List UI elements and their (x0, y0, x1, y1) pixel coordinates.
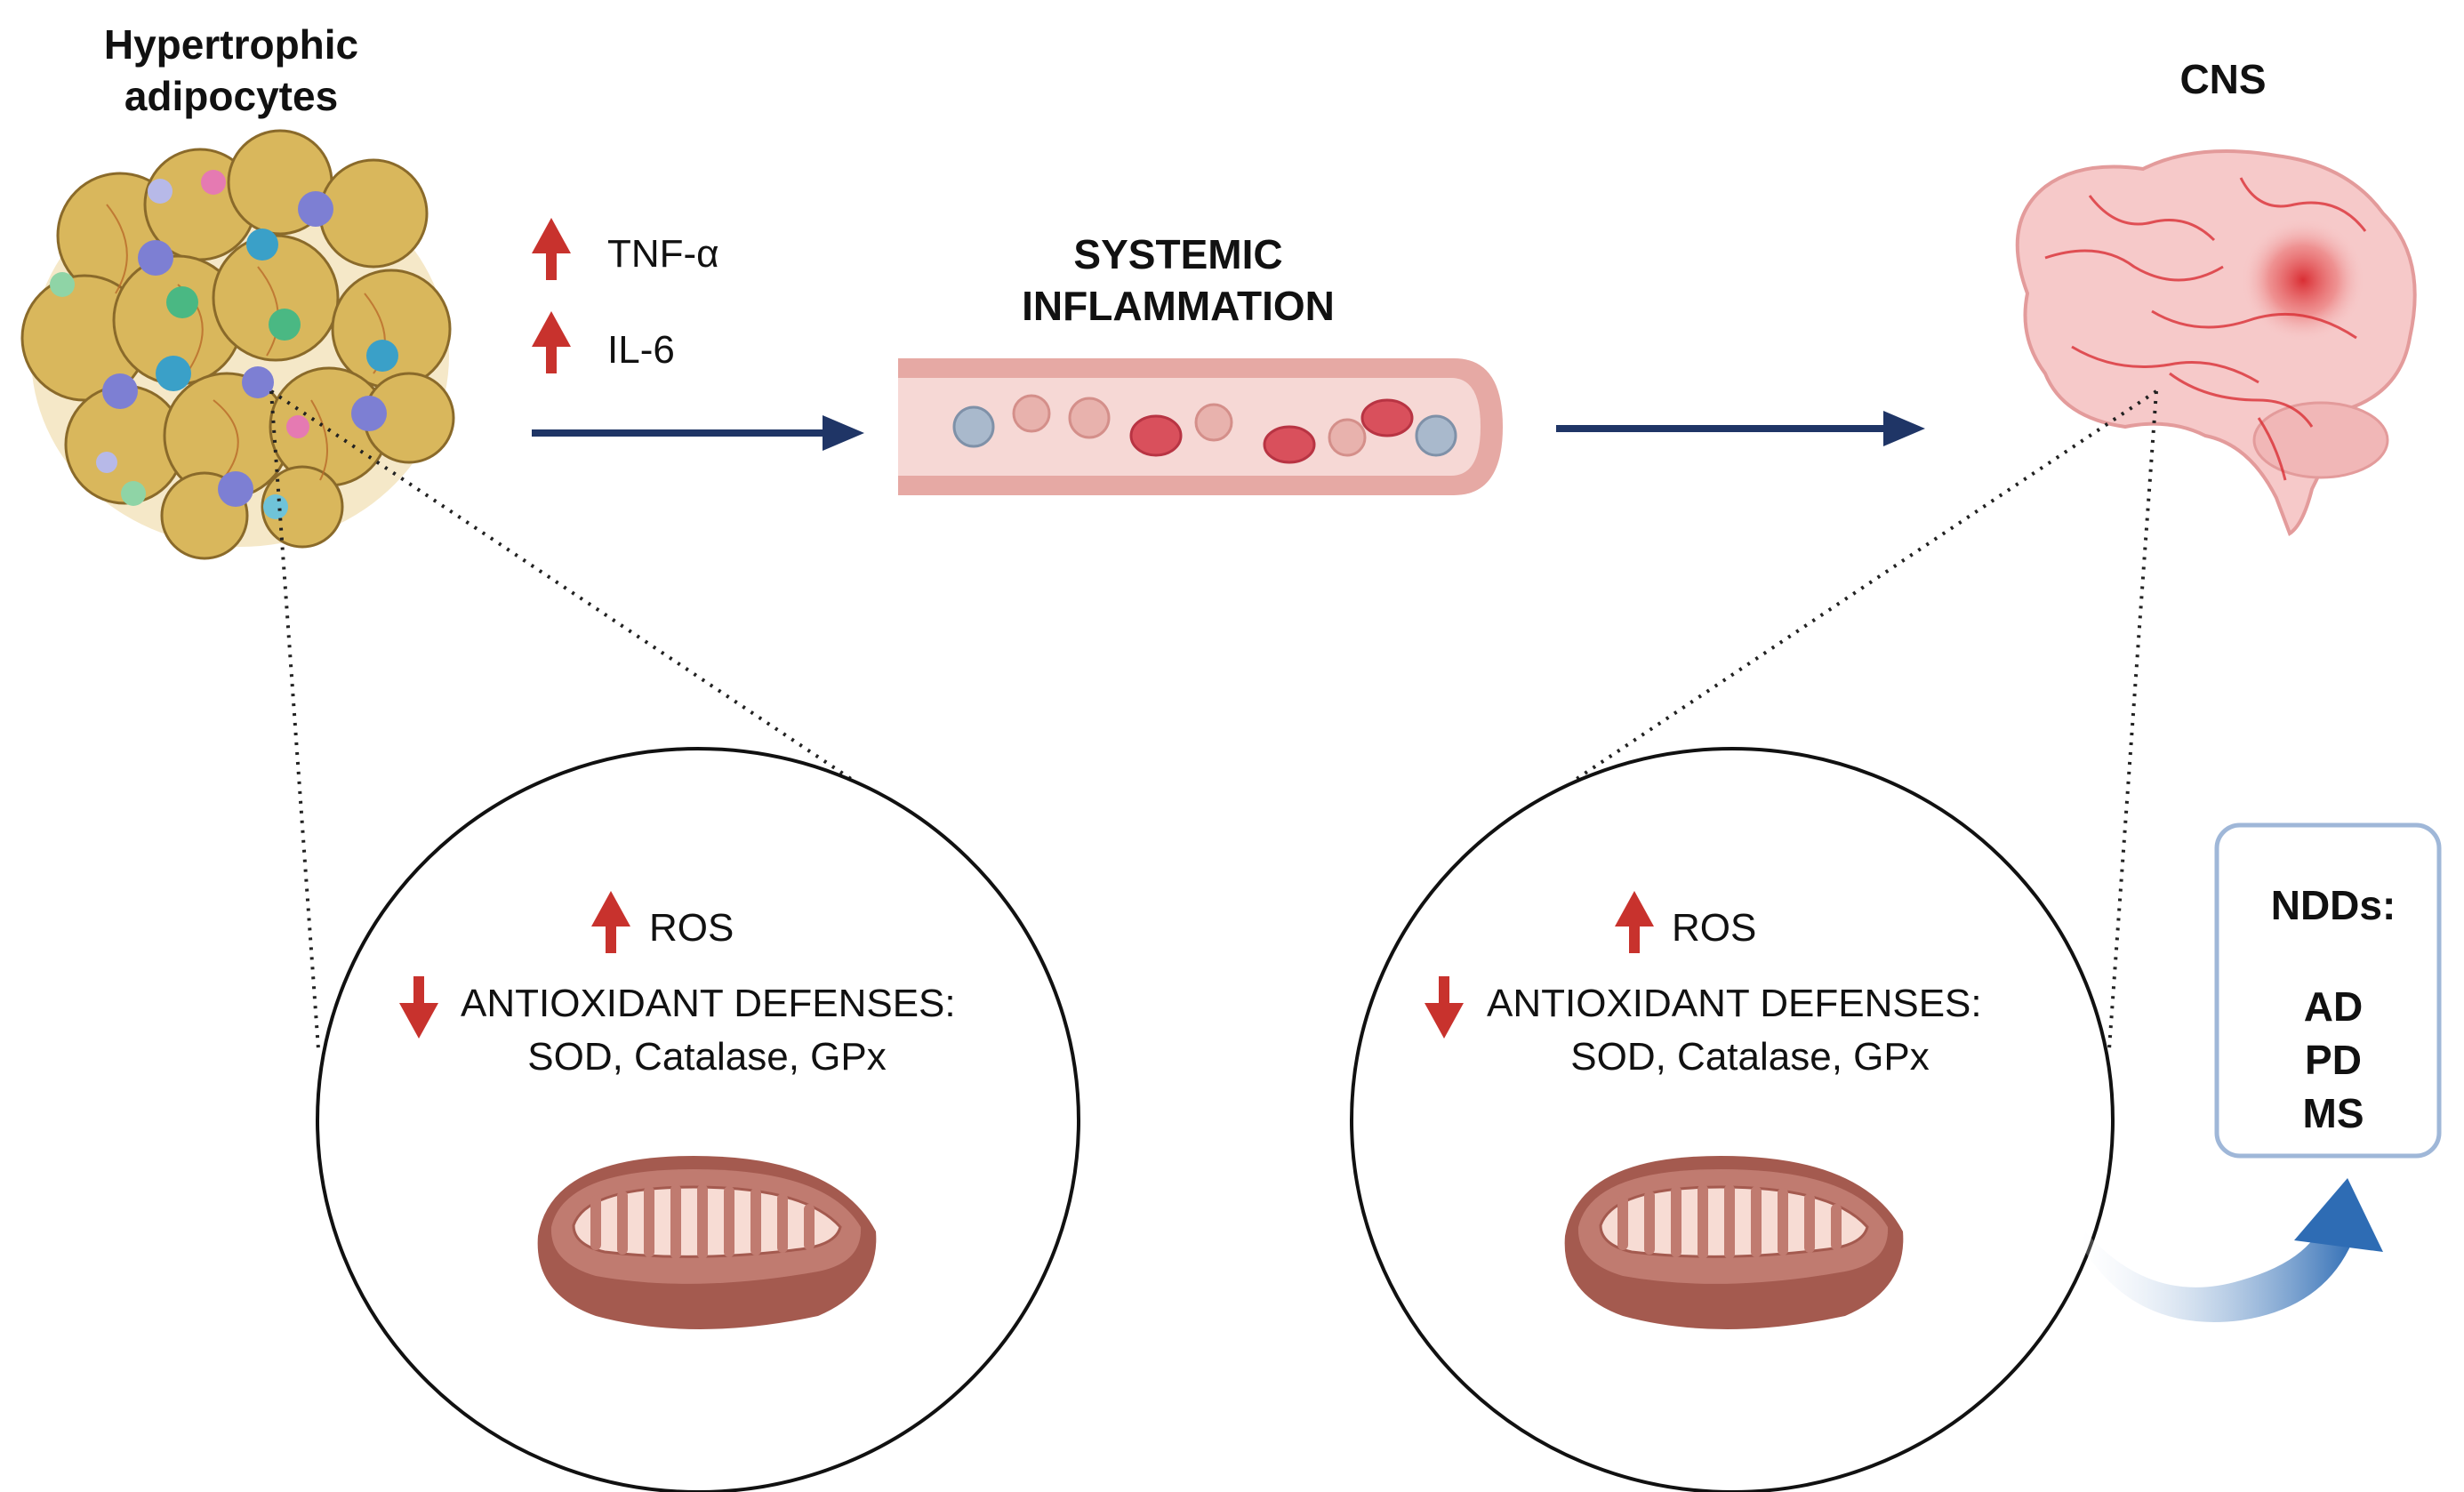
ndd-title: NDDs: (2271, 882, 2396, 928)
adipocytes-label-line1: Hypertrophic (104, 21, 358, 68)
left-mitochondrion-icon (537, 1156, 877, 1329)
il6-label: IL-6 (607, 328, 675, 372)
right-ros-label: ROS (1672, 906, 1756, 950)
right-ros-up-arrow-icon (1615, 891, 1654, 953)
hypertrophic-adipocytes-illustration (20, 129, 455, 560)
left-ros-label: ROS (649, 906, 734, 950)
left-defenses-down-arrow-icon (399, 976, 438, 1039)
right-mitochondrion-icon (1564, 1156, 1904, 1329)
right-defenses-label-line1: ANTIOXIDANT DEFENSES: (1487, 982, 1982, 1025)
ndd-box (2214, 822, 2442, 1159)
systemic-inflammation-label-line1: SYSTEMIC (1073, 231, 1282, 277)
ndd-item-ad: AD (2304, 983, 2363, 1030)
zoom-lines-right (1572, 389, 2158, 1050)
left-defenses-label-line1: ANTIOXIDANT DEFENSES: (461, 982, 956, 1025)
left-defenses-label-line2: SOD, Catalase, GPx (527, 1035, 886, 1079)
tnf-up-arrow-icon (532, 218, 571, 280)
il6-up-arrow-icon (532, 311, 571, 373)
flow-arrow-to-brain-icon (1556, 411, 1925, 446)
ndd-item-pd: PD (2305, 1037, 2362, 1083)
blood-vessel-illustration (898, 358, 1503, 495)
systemic-inflammation-label-line2: INFLAMMATION (1022, 283, 1335, 329)
right-defenses-down-arrow-icon (1425, 976, 1464, 1039)
brain-icon (2015, 149, 2417, 537)
adipocytes-label-line2: adipocytes (124, 73, 338, 119)
right-zoom-circle (1350, 747, 2115, 1492)
right-defenses-label-line2: SOD, Catalase, GPx (1570, 1035, 1929, 1079)
left-zoom-circle (316, 747, 1080, 1492)
cns-label: CNS (2179, 56, 2266, 102)
tnf-alpha-label: TNF-α (607, 232, 719, 276)
flow-arrow-to-vessel-icon (532, 415, 864, 451)
curved-arrow-to-ndds-icon (2081, 1178, 2383, 1322)
zoom-lines-left (269, 389, 855, 1050)
left-ros-up-arrow-icon (591, 891, 630, 953)
ndd-item-ms: MS (2303, 1090, 2364, 1136)
